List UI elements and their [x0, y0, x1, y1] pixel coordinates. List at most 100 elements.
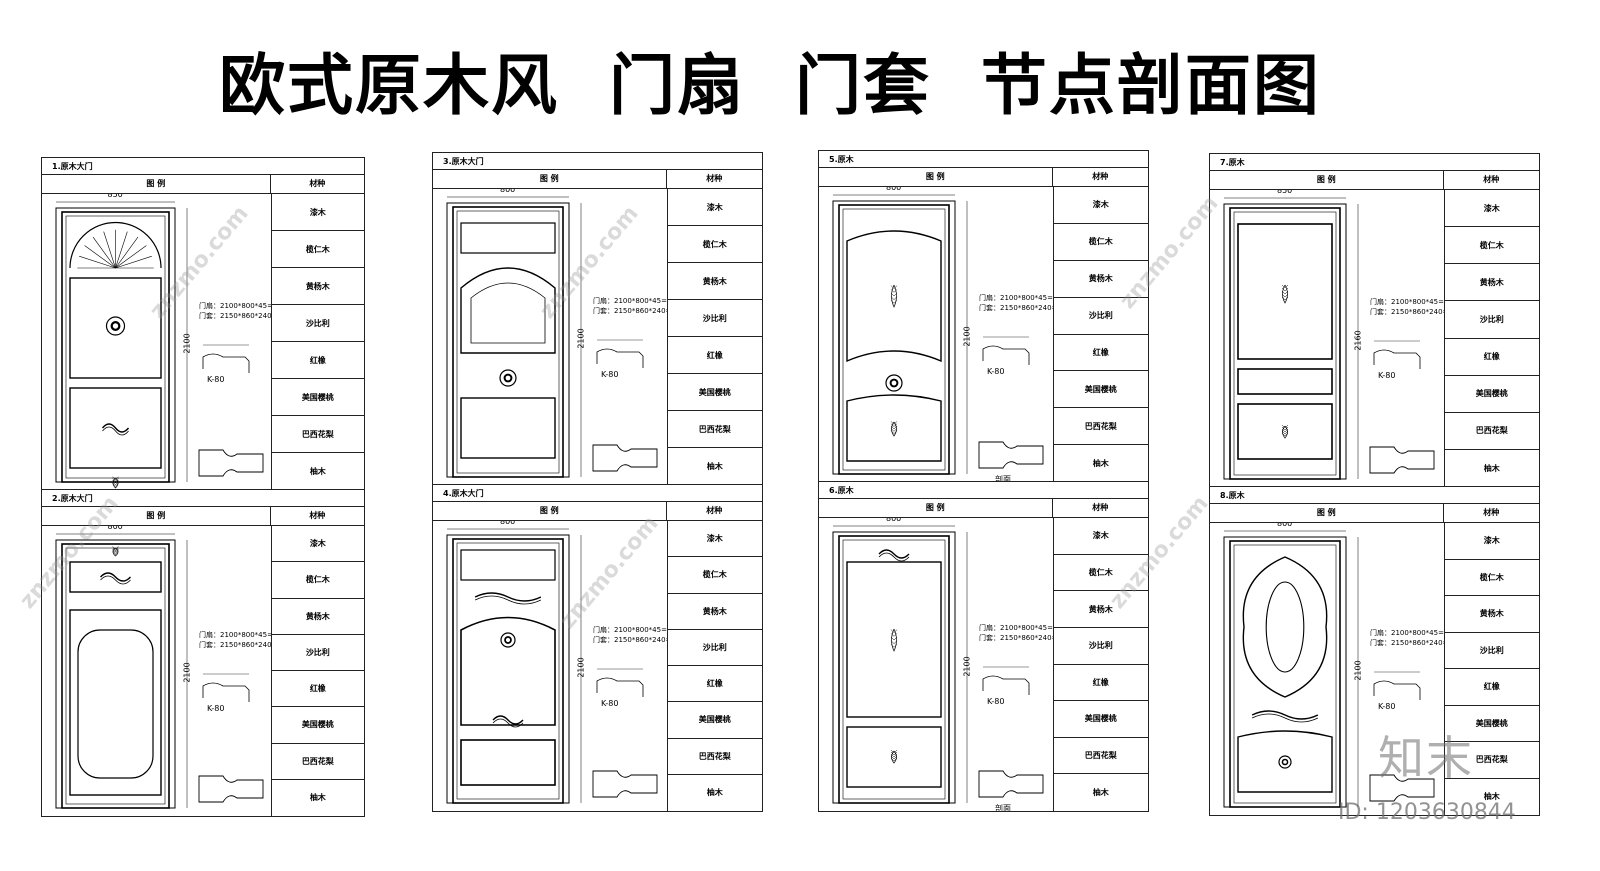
- material-cell: 沙比利: [667, 630, 762, 666]
- door-casing-spec: 门套：2150*860*240=1: [593, 307, 667, 315]
- materials-column: 漆木榄仁木黄杨木沙比利红橡美国樱桃巴西花梨柚木: [1052, 518, 1148, 811]
- door-elevation-svg: [55, 533, 264, 809]
- panel-header: 图 例材种: [819, 499, 1148, 518]
- door-casing: [446, 534, 570, 804]
- panel-title: 8.原木: [1210, 487, 1539, 504]
- material-cell: 漆木: [667, 189, 762, 226]
- door-leaf-spec: 门扇：2100*800*45=1: [979, 624, 1053, 632]
- door-casing-spec: 门套：2150*860*240=1: [979, 634, 1053, 642]
- material-cell: 沙比利: [1444, 633, 1539, 669]
- panel-header: 图 例材种: [433, 170, 762, 189]
- material-cell: 柚木: [1483, 463, 1500, 473]
- material-cell: 红橡: [1444, 339, 1539, 376]
- door-drawing: 8002100门扇：2100*800*45=1门套：2150*860*240=1…: [42, 526, 271, 816]
- profile-label: K-80: [207, 375, 225, 384]
- door-leaf: [838, 204, 950, 475]
- height-dimension: 2100: [182, 662, 192, 683]
- door-inner-line: [65, 547, 166, 805]
- material-cell: 美国樱桃: [1444, 706, 1539, 742]
- top-panel: [460, 549, 556, 581]
- moulding-profile: [202, 344, 250, 373]
- door-casing-spec: 门套：2150*860*240=1: [199, 641, 271, 649]
- casing-section: [978, 770, 1044, 798]
- materials-column: 漆木榄仁木黄杨木沙比利红橡美国樱桃巴西花梨柚木: [666, 521, 762, 811]
- lower-panel: [846, 394, 942, 462]
- door-drawing: 8002100门扇：2100*800*45=1门套：2150*860*240=1…: [819, 518, 1053, 811]
- upper-panel: [846, 230, 942, 363]
- height-dimension: 2100: [1353, 660, 1363, 681]
- scroll-carving: [878, 549, 910, 562]
- material-cell: 漆木: [1444, 190, 1539, 228]
- door-elevation-svg: [832, 194, 1044, 475]
- brand-logo: 知末: [1378, 731, 1474, 785]
- material-cell: 柚木: [1092, 459, 1109, 469]
- leaf-carving: [890, 284, 898, 308]
- legend-header: 图 例: [1210, 171, 1444, 189]
- materials-header: 材种: [1092, 503, 1109, 512]
- material-cell: 柚木: [1483, 792, 1500, 802]
- door-leaf-spec: 门扇：2100*800*45=1: [1370, 629, 1444, 637]
- scroll-carving: [101, 423, 130, 436]
- legend-header: 图 例: [819, 168, 1053, 186]
- moulding-profile: [982, 336, 1030, 365]
- door-drawing: 8002100门扇：2100*800*45=1门套：2150*860*240=1…: [433, 189, 667, 485]
- lower-panel: [1237, 730, 1333, 793]
- scroll-carving: [474, 592, 542, 605]
- rosette-carving: [499, 369, 517, 387]
- door-elevation-svg: [832, 525, 1044, 804]
- material-cell: 柚木: [706, 462, 723, 471]
- door-panel-2: 2.原木大门 图 例材种 漆木榄仁木黄杨木沙比利红橡美国樱桃巴西花梨柚木 800…: [41, 489, 365, 817]
- material-cell: 沙比利: [1053, 628, 1148, 665]
- moulding-profile: [202, 673, 250, 702]
- material-cell: 黄杨木: [667, 263, 762, 300]
- door-casing: [832, 200, 956, 475]
- door-drawing: 8002100门扇：2100*800*45=1门套：2150*860*240=1…: [819, 187, 1053, 482]
- width-dimension: 800: [107, 526, 123, 531]
- material-cell: 黄杨木: [271, 268, 364, 305]
- material-cell: 红橡: [271, 671, 364, 708]
- casing-section: [198, 449, 264, 477]
- moulding-profile: [596, 668, 644, 697]
- door-casing: [446, 202, 570, 478]
- upper-panel: [1237, 223, 1333, 360]
- rosette-carving: [500, 632, 516, 648]
- height-dimension: 2100: [182, 333, 192, 354]
- material-cell: 红橡: [1053, 665, 1148, 702]
- material-cell: 美国樱桃: [1053, 371, 1148, 409]
- profile-label: K-80: [207, 704, 225, 713]
- material-cell: 美国樱桃: [271, 707, 364, 744]
- oval-panel: [77, 629, 154, 779]
- panel-header: 图 例材种: [433, 502, 762, 521]
- material-cell: 美国樱桃: [667, 702, 762, 739]
- material-cell: 红橡: [1053, 335, 1148, 372]
- leaf-carving: [1281, 424, 1289, 439]
- legend-header: 图 例: [433, 170, 667, 188]
- moulding-profile: [1373, 340, 1421, 369]
- materials-column: 漆木榄仁木黄杨木沙比利红橡美国樱桃巴西花梨柚木: [270, 526, 364, 816]
- lower-panel: [1237, 403, 1333, 460]
- panel-header: 图 例材种: [1210, 171, 1539, 190]
- height-dimension: 2100: [962, 655, 972, 677]
- height-dimension: 2100: [962, 325, 972, 347]
- material-cell: 榄仁木: [667, 226, 762, 263]
- material-cell: 巴西花梨: [271, 416, 364, 453]
- door-casing-spec: 门套：2150*860*240=1: [1370, 308, 1444, 316]
- material-cell: 漆木: [1053, 518, 1148, 555]
- arched-panel: [460, 267, 556, 354]
- rosette-carving: [105, 316, 126, 336]
- profile-label: K-80: [1378, 702, 1396, 711]
- panel-header: 图 例材种: [42, 175, 364, 194]
- material-cell: 巴西花梨: [1053, 408, 1148, 446]
- panel-title: 7.原木: [1210, 154, 1539, 171]
- section-label: 剖面: [995, 475, 1011, 482]
- material-cell: 沙比利: [271, 305, 364, 342]
- material-cell: 沙比利: [1053, 298, 1148, 335]
- moulding-profile: [982, 666, 1030, 695]
- section-label: 剖面: [995, 804, 1011, 811]
- material-cell: 巴西花梨: [1444, 413, 1539, 450]
- rosette-carving: [885, 374, 903, 392]
- materials-header: 材种: [1483, 508, 1500, 517]
